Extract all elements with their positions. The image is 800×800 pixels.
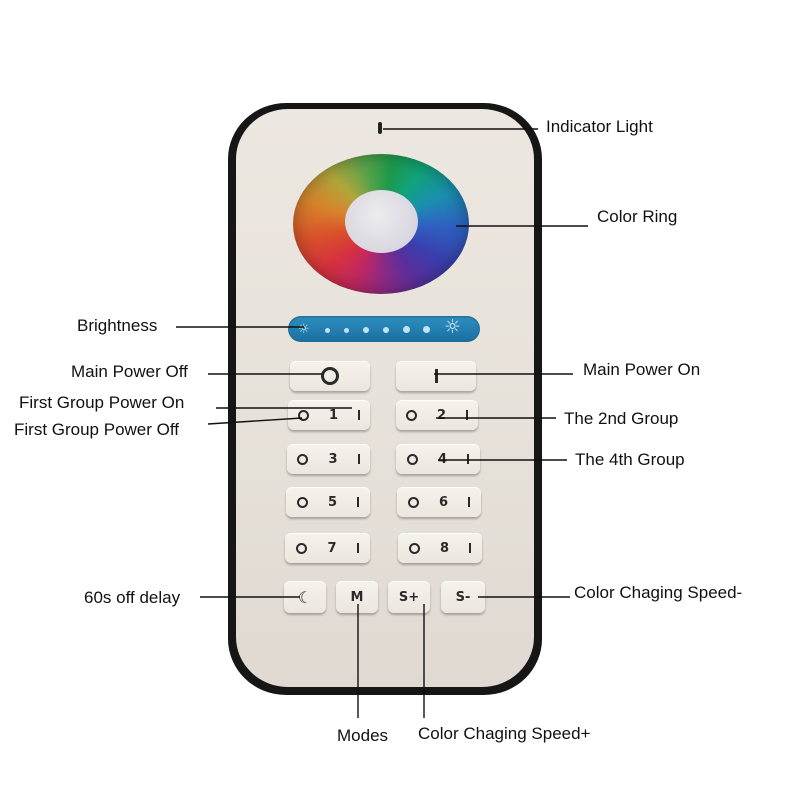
on-icon: [469, 543, 472, 553]
group-number: 5: [327, 494, 338, 510]
group-number: 8: [439, 540, 450, 556]
label-off-delay: 60s off delay: [84, 588, 181, 607]
brightness-dot: [403, 326, 410, 333]
off-icon: [406, 453, 418, 465]
on-icon: [356, 543, 359, 553]
off-delay-button[interactable]: ☾: [284, 581, 326, 613]
on-icon: [358, 410, 361, 420]
off-icon: [296, 542, 308, 554]
main-power-off-button[interactable]: [290, 361, 370, 391]
group-number: 4: [437, 451, 448, 467]
label-main-power-off: Main Power Off: [71, 362, 188, 381]
group-number: 6: [438, 494, 449, 510]
speed-minus-button[interactable]: S-: [441, 581, 485, 613]
group-3-button[interactable]: 3: [287, 444, 370, 474]
group-number: 1: [328, 407, 339, 423]
main-power-on-button[interactable]: [396, 361, 476, 391]
on-icon: [357, 454, 360, 464]
brightness-dot: [325, 328, 330, 333]
indicator-light: [378, 122, 382, 134]
on-icon: [468, 497, 471, 507]
group-1-button[interactable]: 1: [288, 400, 370, 430]
group-number: 7: [327, 540, 337, 556]
group-6-button[interactable]: 6: [397, 487, 481, 517]
on-icon: [357, 497, 360, 507]
group-2-button[interactable]: 2: [396, 400, 478, 430]
group-4-button[interactable]: 4: [396, 444, 480, 474]
group-number: 3: [328, 451, 338, 467]
speed-minus-button-label: S-: [455, 589, 471, 605]
brightness-dot: [363, 327, 369, 333]
off-icon: [297, 409, 309, 421]
sun-dim-icon: ☼: [298, 322, 310, 337]
label-indicator-light: Indicator Light: [546, 117, 653, 136]
label-speed-plus: Color Chaging Speed+: [418, 724, 591, 743]
leader-group-off: [207, 417, 303, 425]
off-icon: [408, 542, 420, 554]
sun-bright-icon: ☼: [444, 316, 462, 338]
brightness-dot: [344, 328, 349, 333]
modes-button-label: M: [350, 589, 364, 605]
speed-plus-button[interactable]: S+: [388, 581, 430, 613]
off-icon: [297, 453, 309, 465]
moon-icon: ☾: [297, 587, 313, 607]
brightness-dot: [423, 326, 430, 333]
label-2nd-group: The 2nd Group: [564, 409, 679, 428]
label-brightness: Brightness: [77, 316, 158, 335]
on-icon: [466, 410, 469, 420]
brightness-dot: [383, 327, 389, 333]
off-icon: [407, 496, 419, 508]
power-on-icon: [434, 369, 438, 383]
speed-plus-button-label: S+: [398, 589, 420, 605]
label-first-group-power-on: First Group Power On: [19, 393, 185, 412]
group-8-button[interactable]: 8: [398, 533, 482, 563]
off-icon: [296, 496, 308, 508]
group-number: 2: [436, 407, 447, 423]
group-5-button[interactable]: 5: [286, 487, 370, 517]
label-4th-group: The 4th Group: [575, 450, 685, 469]
modes-button[interactable]: M: [336, 581, 378, 613]
power-off-icon: [321, 367, 339, 385]
label-main-power-on: Main Power On: [583, 360, 701, 379]
label-modes: Modes: [337, 726, 389, 745]
label-first-group-power-off: First Group Power Off: [14, 420, 180, 439]
label-speed-minus: Color Chaging Speed-: [574, 583, 743, 602]
off-icon: [405, 409, 417, 421]
group-7-button[interactable]: 7: [285, 533, 370, 563]
on-icon: [467, 454, 470, 464]
color-ring-center: [345, 190, 418, 253]
label-color-ring: Color Ring: [597, 207, 678, 226]
